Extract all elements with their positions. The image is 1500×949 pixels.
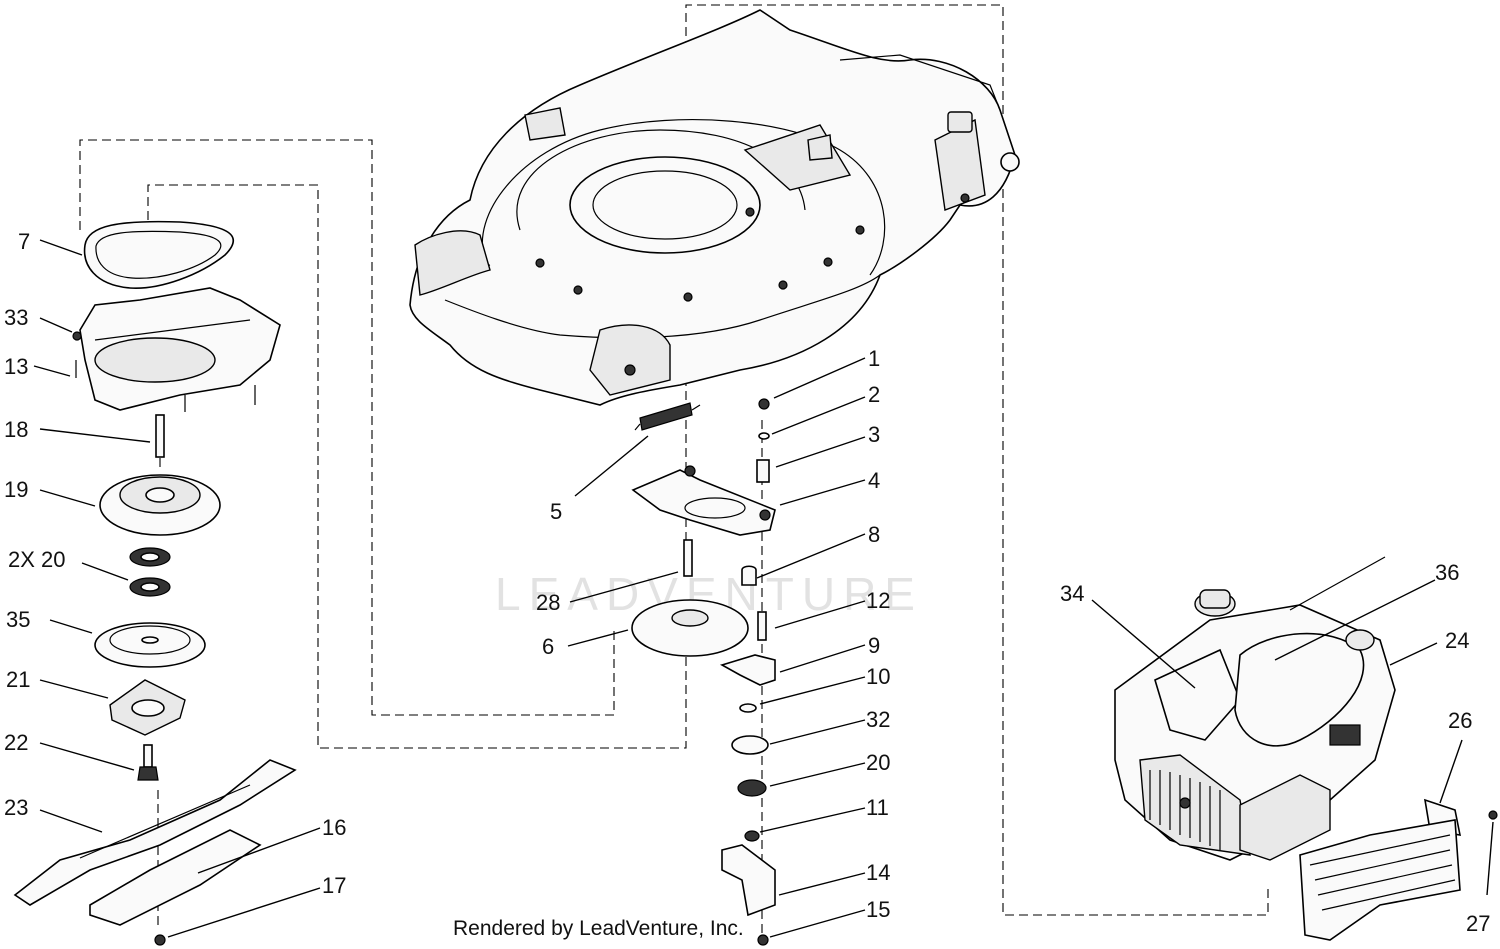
bearings-left <box>129 547 171 597</box>
extension-spring <box>634 402 701 431</box>
callout-1: 1 <box>868 346 880 371</box>
callout-24: 24 <box>1445 628 1469 653</box>
callout-leaders <box>33 239 1494 938</box>
callout-36: 36 <box>1435 560 1459 585</box>
callout-12: 12 <box>866 588 890 613</box>
fasteners-center <box>683 398 770 641</box>
callout-35: 35 <box>6 607 30 632</box>
belt-cover <box>79 287 281 411</box>
callout-32: 32 <box>866 707 890 732</box>
callout-8: 8 <box>868 522 880 547</box>
callout-26: 26 <box>1448 708 1472 733</box>
callout-4: 4 <box>868 468 880 493</box>
callout-2x20: 2X 20 <box>8 547 66 572</box>
callout-21: 21 <box>6 667 30 692</box>
idler-bracket <box>719 654 776 686</box>
callout-27: 27 <box>1466 911 1490 936</box>
callout-6: 6 <box>542 634 554 659</box>
callout-11: 11 <box>866 795 889 820</box>
blade-adapter-plate <box>94 622 206 668</box>
callout-14: 14 <box>866 860 890 885</box>
callout-9: 9 <box>868 633 880 658</box>
blade-baffle <box>89 829 262 926</box>
callout-28: 28 <box>536 590 560 615</box>
blade-bolt <box>137 744 159 781</box>
drive-belt <box>83 220 235 289</box>
callout-5: 5 <box>550 499 562 524</box>
engine <box>1114 556 1396 861</box>
render-credit: Rendered by LeadVenture, Inc. <box>453 917 744 940</box>
callout-19: 19 <box>4 477 28 502</box>
bearing-bracket <box>721 844 776 946</box>
callout-22: 22 <box>4 730 28 755</box>
callout-20: 20 <box>866 750 890 775</box>
blade-nut <box>154 934 166 946</box>
drive-pulley <box>99 474 221 536</box>
engine-shield <box>1299 819 1461 941</box>
callout-13: 13 <box>4 354 28 379</box>
bushings-center <box>731 703 769 842</box>
idler-pulley <box>631 599 749 657</box>
callout-15: 15 <box>866 897 890 922</box>
callout-7: 7 <box>18 229 30 254</box>
callout-23: 23 <box>4 795 28 820</box>
callout-16: 16 <box>322 815 346 840</box>
callout-3: 3 <box>868 422 880 447</box>
callout-10: 10 <box>866 664 890 689</box>
callout-34: 34 <box>1060 581 1084 606</box>
mower-blade <box>13 759 297 906</box>
callout-17: 17 <box>322 873 346 898</box>
callout-labels: 7 33 13 18 19 2X 20 35 21 22 23 16 17 1 … <box>4 229 1490 936</box>
mower-deck <box>409 9 1020 406</box>
callout-2: 2 <box>868 382 880 407</box>
callout-33: 33 <box>4 305 28 330</box>
bolts-left <box>72 331 256 458</box>
blade-adapter <box>109 679 186 736</box>
callout-18: 18 <box>4 417 28 442</box>
idler-arm <box>631 465 776 536</box>
